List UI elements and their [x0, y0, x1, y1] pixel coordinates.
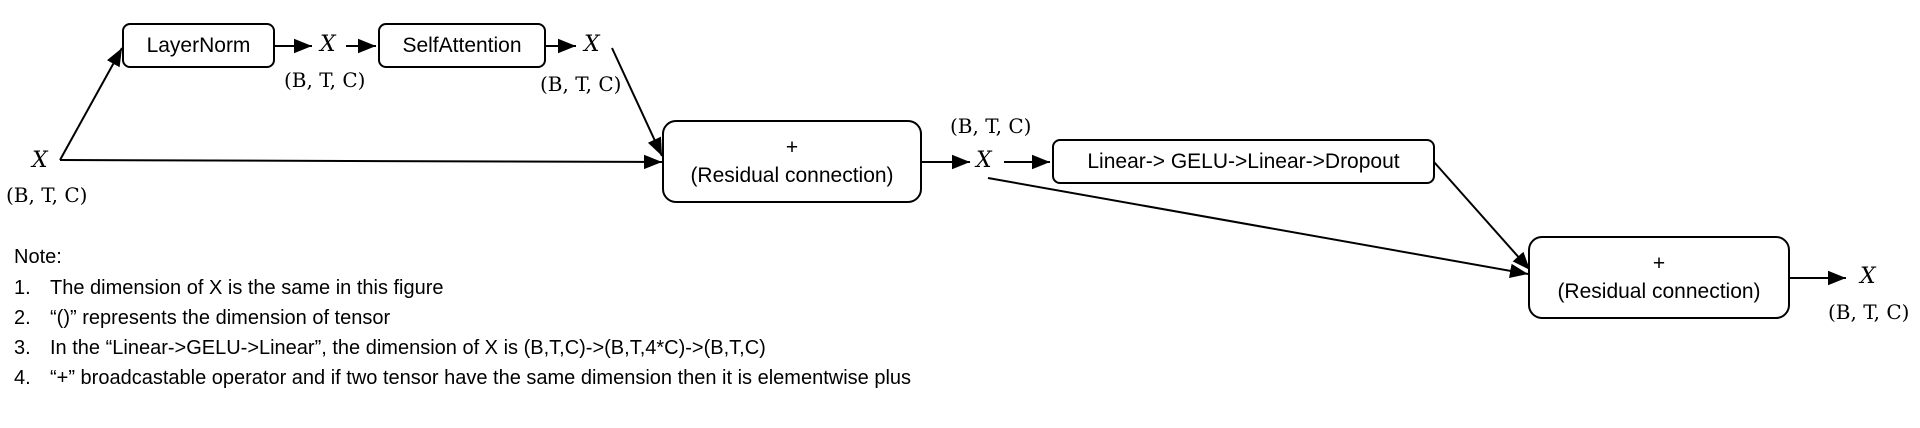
note-item: 4. “+” broadcastable operator and if two…: [14, 363, 911, 393]
selfattention-label: SelfAttention: [402, 33, 522, 57]
layernorm-output-dimension: (B, T, C): [284, 68, 366, 92]
note-text: The dimension of X is the same in this f…: [50, 276, 444, 299]
input-dimension: (B, T, C): [6, 183, 88, 207]
notes-section: Note: 1. The dimension of X is the same …: [14, 246, 911, 393]
residual1-label: (Residual connection): [690, 163, 894, 187]
arrow-input-to-residual1: [59, 154, 663, 170]
residual1-output-dimension: (B, T, C): [950, 114, 1032, 138]
residual2-plus: +: [1652, 252, 1666, 276]
final-output-x: X: [1860, 264, 1876, 289]
layernorm-label: LayerNorm: [146, 33, 251, 57]
note-text: “+” broadcastable operator and if two te…: [50, 366, 912, 389]
note-number: 1.: [14, 276, 31, 299]
attention-output-x: X: [584, 32, 600, 57]
layernorm-output-x: X: [320, 32, 336, 57]
mlp-box: Linear-> GELU->Linear->Dropout: [1052, 139, 1435, 184]
mlp-label: Linear-> GELU->Linear->Dropout: [1087, 149, 1400, 173]
note-text: In the “Linear->GELU->Linear”, the dimen…: [50, 336, 766, 359]
layernorm-box: LayerNorm: [122, 23, 275, 68]
residual-connection-box-1: + (Residual connection): [662, 120, 922, 203]
notes-title: Note:: [14, 246, 62, 268]
selfattention-box: SelfAttention: [378, 23, 546, 68]
note-text: “()” represents the dimension of tensor: [50, 306, 391, 329]
arrow-mlp-to-residual2: [1433, 161, 1531, 271]
note-number: 3.: [14, 336, 31, 359]
note-item: 3. In the “Linear->GELU->Linear”, the di…: [14, 333, 911, 363]
attention-output-dimension: (B, T, C): [540, 72, 622, 96]
note-item: 2. “()” represents the dimension of tens…: [14, 303, 911, 333]
arrow-x-to-residual2: [987, 177, 1529, 278]
final-output-dimension: (B, T, C): [1828, 300, 1910, 324]
residual1-output-x: X: [976, 148, 992, 173]
residual1-plus: +: [785, 136, 799, 160]
residual2-label: (Residual connection): [1557, 279, 1761, 303]
arrow-attention-x-to-residual1: [611, 47, 663, 157]
note-number: 4.: [14, 366, 31, 389]
note-number: 2.: [14, 306, 31, 329]
arrow-input-to-layernorm: [59, 47, 123, 161]
input-x: X: [32, 148, 48, 173]
note-item: 1. The dimension of X is the same in thi…: [14, 273, 911, 303]
residual-connection-box-2: + (Residual connection): [1528, 236, 1790, 319]
